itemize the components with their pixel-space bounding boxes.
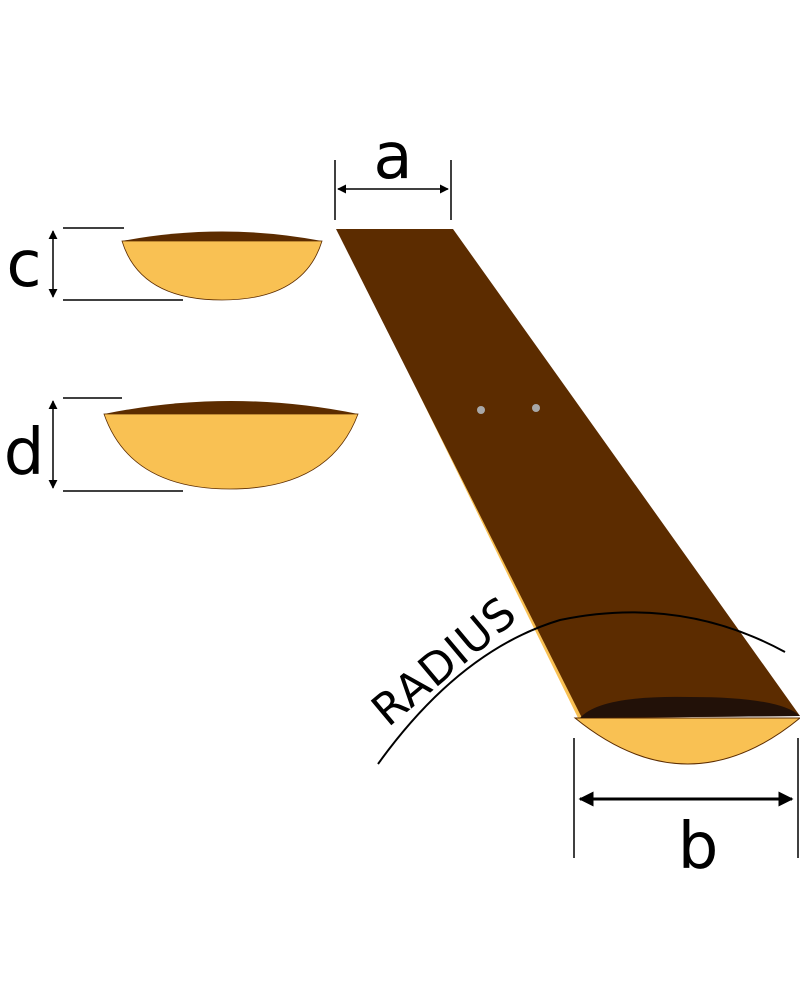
radius-arc [377, 611, 786, 765]
blade-face [336, 229, 800, 718]
section-c-top [122, 231, 322, 241]
end-section-core [573, 717, 800, 765]
dimension-c: c [6, 227, 183, 302]
label-b: b [678, 810, 719, 884]
cross-section-d [103, 401, 359, 490]
label-a: a [373, 120, 412, 194]
label-d: d [4, 416, 45, 490]
cross-section-c [121, 231, 323, 301]
blade-hole-left [477, 406, 485, 414]
tapered-blade [336, 229, 800, 730]
end-cross-section [573, 696, 800, 765]
dimension-b: b [573, 738, 799, 884]
section-d-top [104, 401, 358, 414]
label-radius: RADIUS [362, 587, 526, 737]
dimension-d: d [4, 397, 183, 492]
end-section-face [580, 696, 800, 718]
dimension-a: a [334, 120, 452, 220]
label-c: c [6, 228, 41, 302]
blade-hole-right [532, 404, 540, 412]
section-d-core [103, 413, 359, 490]
section-c-core [121, 240, 323, 301]
